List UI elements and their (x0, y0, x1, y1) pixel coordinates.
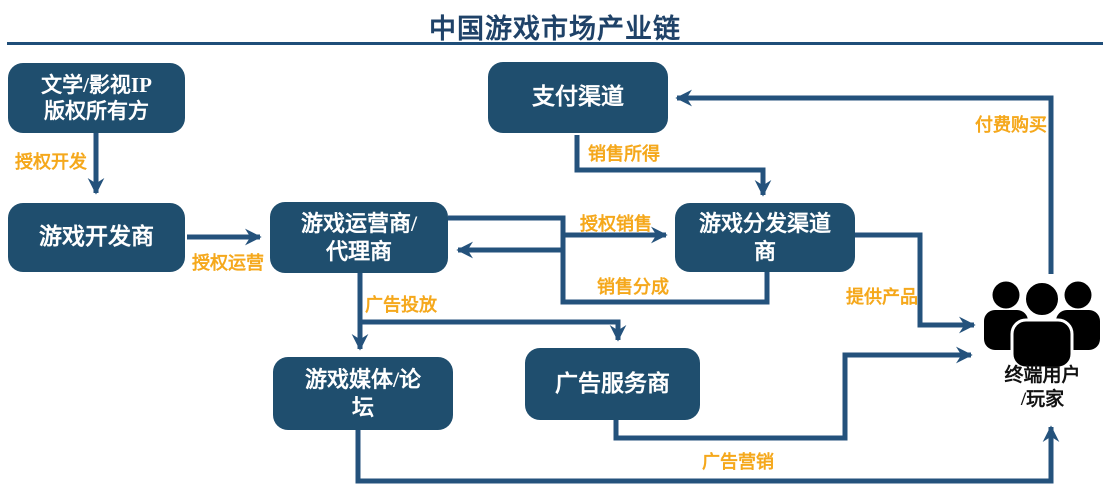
node-label: 支付渠道 (532, 84, 624, 110)
edge-ad-marketing (613, 346, 973, 441)
node-label: 游戏媒体/论 (304, 367, 422, 392)
edge-provide-product (855, 232, 976, 334)
node-label: 游戏分发渠道 (698, 211, 831, 236)
title-divider (7, 42, 1103, 45)
node-label: 广告服务商 (555, 370, 670, 396)
edge-media-to-user (355, 425, 1060, 484)
edge-label-authorize-sell: 授权销售 (580, 214, 652, 234)
edge-label-sales-share: 销售分成 (597, 277, 669, 297)
node-developer: 游戏开发商 (8, 203, 185, 272)
node-operator: 游戏运营商/ 代理商 (270, 202, 448, 273)
edge-label-paid-purchase: 付费购买 (975, 115, 1047, 135)
edge-label-sales-income: 销售所得 (588, 144, 660, 164)
node-end-user: 终端用户 /玩家 (980, 364, 1105, 412)
node-ip-owner: 文学/影视IP 版权所有方 (8, 63, 185, 133)
node-label: 游戏运营商/ (300, 211, 418, 236)
edge-label-ad-marketing: 广告营销 (702, 452, 774, 472)
edge-paid-purchase (675, 89, 1054, 274)
edge-sales-income (574, 135, 772, 197)
node-label: 版权所有方 (44, 99, 149, 123)
node-label: 代理商 (325, 238, 392, 264)
edge-ad-placement-adservice (360, 319, 627, 342)
node-label: 文学/影视IP (41, 72, 152, 97)
node-payment: 支付渠道 (488, 62, 668, 133)
edge-label-ad-placement: 广告投放 (365, 295, 437, 315)
edge-label-authorize-develop: 授权开发 (15, 152, 87, 172)
edge-label-provide-product: 提供产品 (846, 287, 918, 307)
page-title: 中国游戏市场产业链 (429, 14, 681, 44)
node-label: 终端用户 (1004, 365, 1081, 386)
node-label: 坛 (351, 394, 374, 420)
node-media: 游戏媒体/论 坛 (273, 357, 453, 430)
users-group-icon (984, 280, 1100, 370)
edge-label-authorize-operate: 授权运营 (192, 253, 264, 273)
node-label: 游戏开发商 (39, 224, 154, 250)
node-label: /玩家 (1020, 388, 1065, 410)
node-label: 商 (753, 238, 776, 264)
node-ad-service: 广告服务商 (525, 348, 700, 420)
node-distributor: 游戏分发渠道 商 (675, 203, 855, 272)
edge-shared-trunk (448, 215, 770, 305)
